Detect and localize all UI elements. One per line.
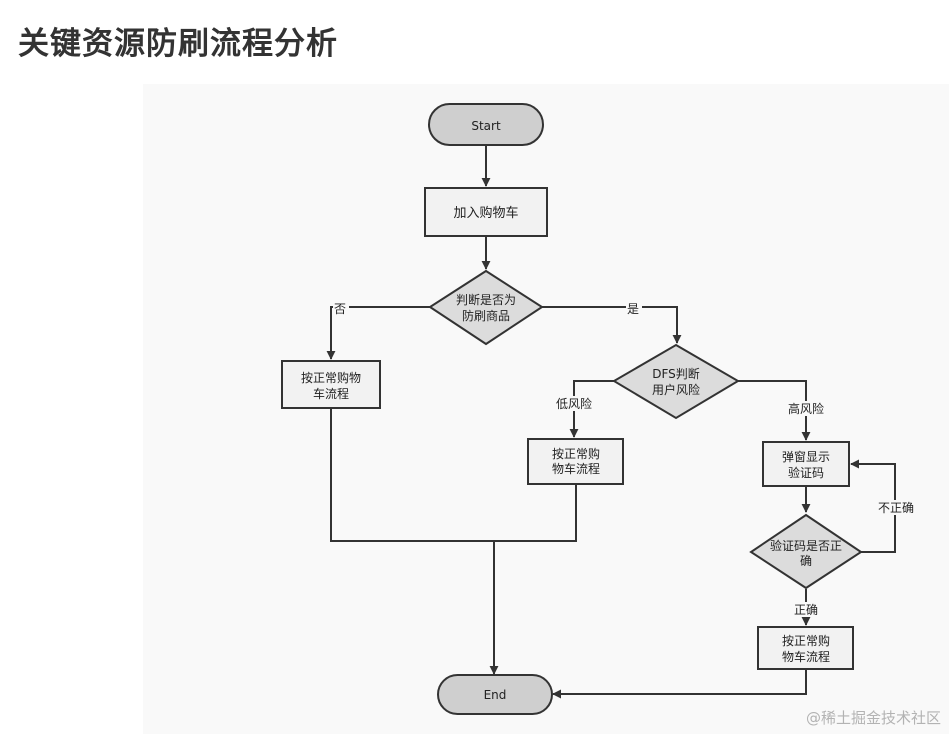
normal-cart-box-middle <box>527 438 624 485</box>
normal-cart-box-right <box>757 626 854 670</box>
dfs-risk-decision <box>612 343 740 420</box>
normal-cart-box-left <box>281 360 381 409</box>
captcha-decision-line1: 验证码是否正 <box>770 538 842 553</box>
add-to-cart-label: 加入购物车 <box>453 205 518 221</box>
normal-cart-right-line1: 按正常购 <box>782 633 830 648</box>
normal-cart-left-line2: 车流程 <box>313 386 349 401</box>
edge-label-incorrect-bg <box>873 500 919 515</box>
edge-check-no <box>326 306 430 360</box>
flowchart-canvas: Start 加入购物车 判断是否为 防刷商品 按正常购物 车流程 DFS判断 用… <box>143 84 949 734</box>
edge-label-high-bg <box>782 401 830 416</box>
edge-label-yes: 是 <box>627 302 639 316</box>
edge-normal3-to-end <box>552 670 807 699</box>
edge-dfs-low <box>569 380 614 438</box>
edge-label-high-risk: 高风险 <box>788 401 824 416</box>
edge-label-no: 否 <box>334 302 346 316</box>
captcha-popup-box <box>762 441 850 487</box>
watermark: @稀土掘金技术社区 <box>805 709 941 727</box>
edge-check-yes <box>542 306 682 344</box>
edge-label-low-risk: 低风险 <box>556 396 592 411</box>
start-label: Start <box>471 119 501 133</box>
normal-cart-left-line1: 按正常购物 <box>301 370 361 385</box>
edge-label-correct: 正确 <box>794 603 818 617</box>
captcha-correct-decision <box>749 513 863 590</box>
edge-normal1-merge <box>330 408 494 542</box>
flowchart: Start 加入购物车 判断是否为 防刷商品 按正常购物 车流程 DFS判断 用… <box>281 103 919 715</box>
edge-label-low-bg <box>550 396 598 411</box>
protected-item-decision <box>428 269 544 346</box>
edge-normal2-merge <box>494 484 577 542</box>
captcha-popup-line1: 弹窗显示 <box>782 450 830 464</box>
normal-cart-right-line2: 物车流程 <box>782 649 830 664</box>
dfs-decision-line1: DFS判断 <box>652 366 700 381</box>
protected-decision-line1: 判断是否为 <box>456 292 516 307</box>
edge-label-yes-bg <box>626 301 642 315</box>
end-terminal <box>437 674 553 715</box>
protected-decision-line2: 防刷商品 <box>462 308 510 323</box>
edge-label-correct-bg <box>789 602 823 617</box>
normal-cart-middle-line2: 物车流程 <box>552 461 600 476</box>
captcha-decision-line2: 确 <box>800 554 812 568</box>
edge-dfs-high <box>738 380 811 441</box>
dfs-decision-line2: 用户风险 <box>652 382 700 397</box>
captcha-popup-line2: 验证码 <box>788 465 824 480</box>
normal-cart-middle-line1: 按正常购 <box>552 446 600 461</box>
end-label: End <box>484 688 507 702</box>
add-to-cart-box <box>424 187 548 237</box>
edge-label-no-bg <box>333 301 349 315</box>
page-title: 关键资源防刷流程分析 <box>18 26 338 62</box>
edge-label-incorrect: 不正确 <box>878 501 914 515</box>
start-terminal <box>428 103 544 146</box>
